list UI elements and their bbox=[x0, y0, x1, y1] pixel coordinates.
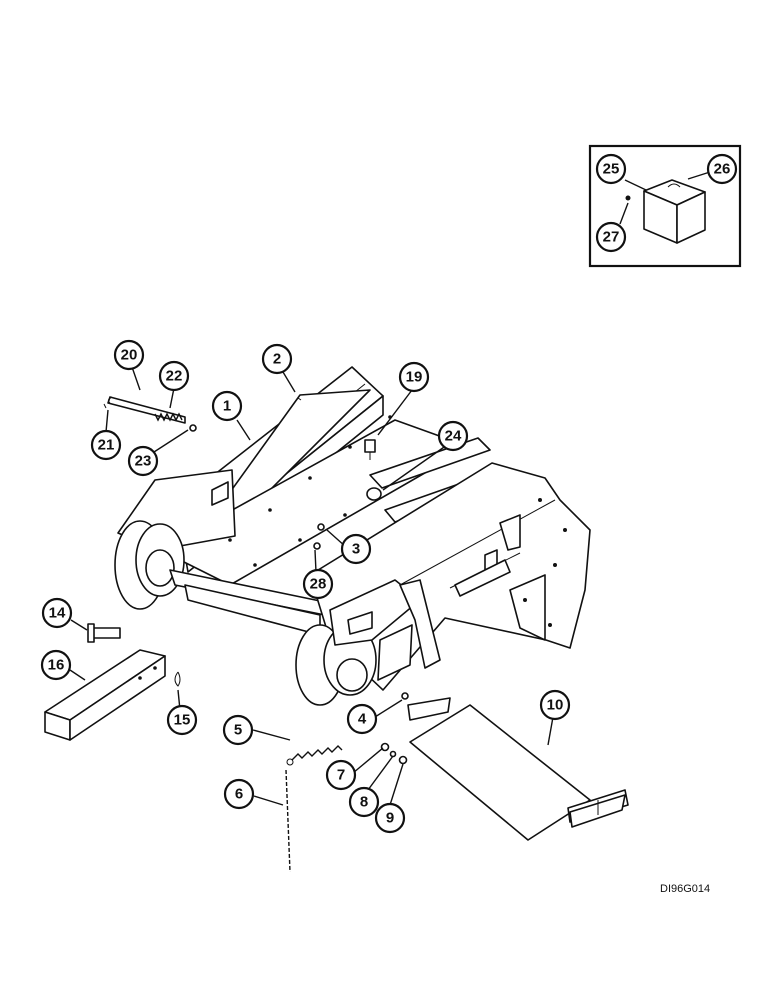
callout-20: 20 bbox=[113, 339, 145, 371]
main-frame-assembly bbox=[114, 366, 591, 706]
callout-5-label: 5 bbox=[234, 722, 242, 739]
callout-6: 6 bbox=[223, 778, 255, 810]
pin-14 bbox=[87, 623, 121, 643]
callout-22: 22 bbox=[158, 360, 190, 392]
callout-25-label: 25 bbox=[603, 161, 620, 178]
spring-22 bbox=[154, 412, 183, 422]
pin-dot bbox=[625, 195, 631, 201]
bolt-19 bbox=[364, 439, 376, 460]
callout-7: 7 bbox=[325, 759, 357, 791]
channel-16 bbox=[44, 649, 166, 741]
chain-6 bbox=[285, 769, 291, 873]
callout-10-label: 10 bbox=[547, 697, 564, 714]
cotter-15 bbox=[174, 671, 181, 687]
callout-27-label: 27 bbox=[603, 229, 620, 246]
callout-26: 26 bbox=[706, 153, 738, 185]
callout-23: 23 bbox=[127, 445, 159, 477]
callout-3: 3 bbox=[340, 533, 372, 565]
block-part bbox=[643, 179, 706, 244]
callout-15: 15 bbox=[166, 704, 198, 736]
callout-2: 2 bbox=[261, 343, 293, 375]
callout-27: 27 bbox=[595, 221, 627, 253]
hardware-4-9 bbox=[380, 692, 409, 765]
callout-3-label: 3 bbox=[352, 541, 360, 558]
callout-4: 4 bbox=[346, 703, 378, 735]
leader-lines bbox=[69, 366, 554, 806]
callout-2-label: 2 bbox=[273, 351, 281, 368]
callout-14: 14 bbox=[41, 597, 73, 629]
spring-5 bbox=[286, 745, 343, 766]
callout-20-label: 20 bbox=[121, 347, 138, 364]
rod-assembly bbox=[103, 396, 197, 432]
callout-15-label: 15 bbox=[174, 712, 191, 729]
callout-23-label: 23 bbox=[135, 453, 152, 470]
callout-19: 19 bbox=[398, 361, 430, 393]
callout-19-label: 19 bbox=[406, 369, 423, 386]
callout-21: 21 bbox=[90, 429, 122, 461]
callout-4-label: 4 bbox=[358, 711, 367, 728]
callout-6-label: 6 bbox=[235, 786, 243, 803]
callout-8-label: 8 bbox=[360, 794, 368, 811]
callout-28: 28 bbox=[302, 568, 334, 600]
drawing-code: DI96G014 bbox=[660, 883, 710, 895]
callout-24: 24 bbox=[437, 420, 469, 452]
callout-21-label: 21 bbox=[98, 437, 115, 454]
nut-24 bbox=[366, 487, 382, 501]
callout-8: 8 bbox=[348, 786, 380, 818]
callout-16-label: 16 bbox=[48, 657, 65, 674]
callout-5: 5 bbox=[222, 714, 254, 746]
callout-26-label: 26 bbox=[714, 161, 731, 178]
callout-28-label: 28 bbox=[310, 576, 327, 593]
plate-10 bbox=[407, 697, 629, 841]
callout-9-label: 9 bbox=[386, 810, 394, 827]
callout-14-label: 14 bbox=[49, 605, 66, 622]
callout-1-label: 1 bbox=[223, 398, 231, 415]
callout-7-label: 7 bbox=[337, 767, 345, 784]
callout-24-label: 24 bbox=[445, 428, 462, 445]
callout-25: 25 bbox=[595, 153, 627, 185]
callout-9: 9 bbox=[374, 802, 406, 834]
callout-22-label: 22 bbox=[166, 368, 183, 385]
callout-10: 10 bbox=[539, 689, 571, 721]
callout-1: 1 bbox=[211, 390, 243, 422]
callout-16: 16 bbox=[40, 649, 72, 681]
